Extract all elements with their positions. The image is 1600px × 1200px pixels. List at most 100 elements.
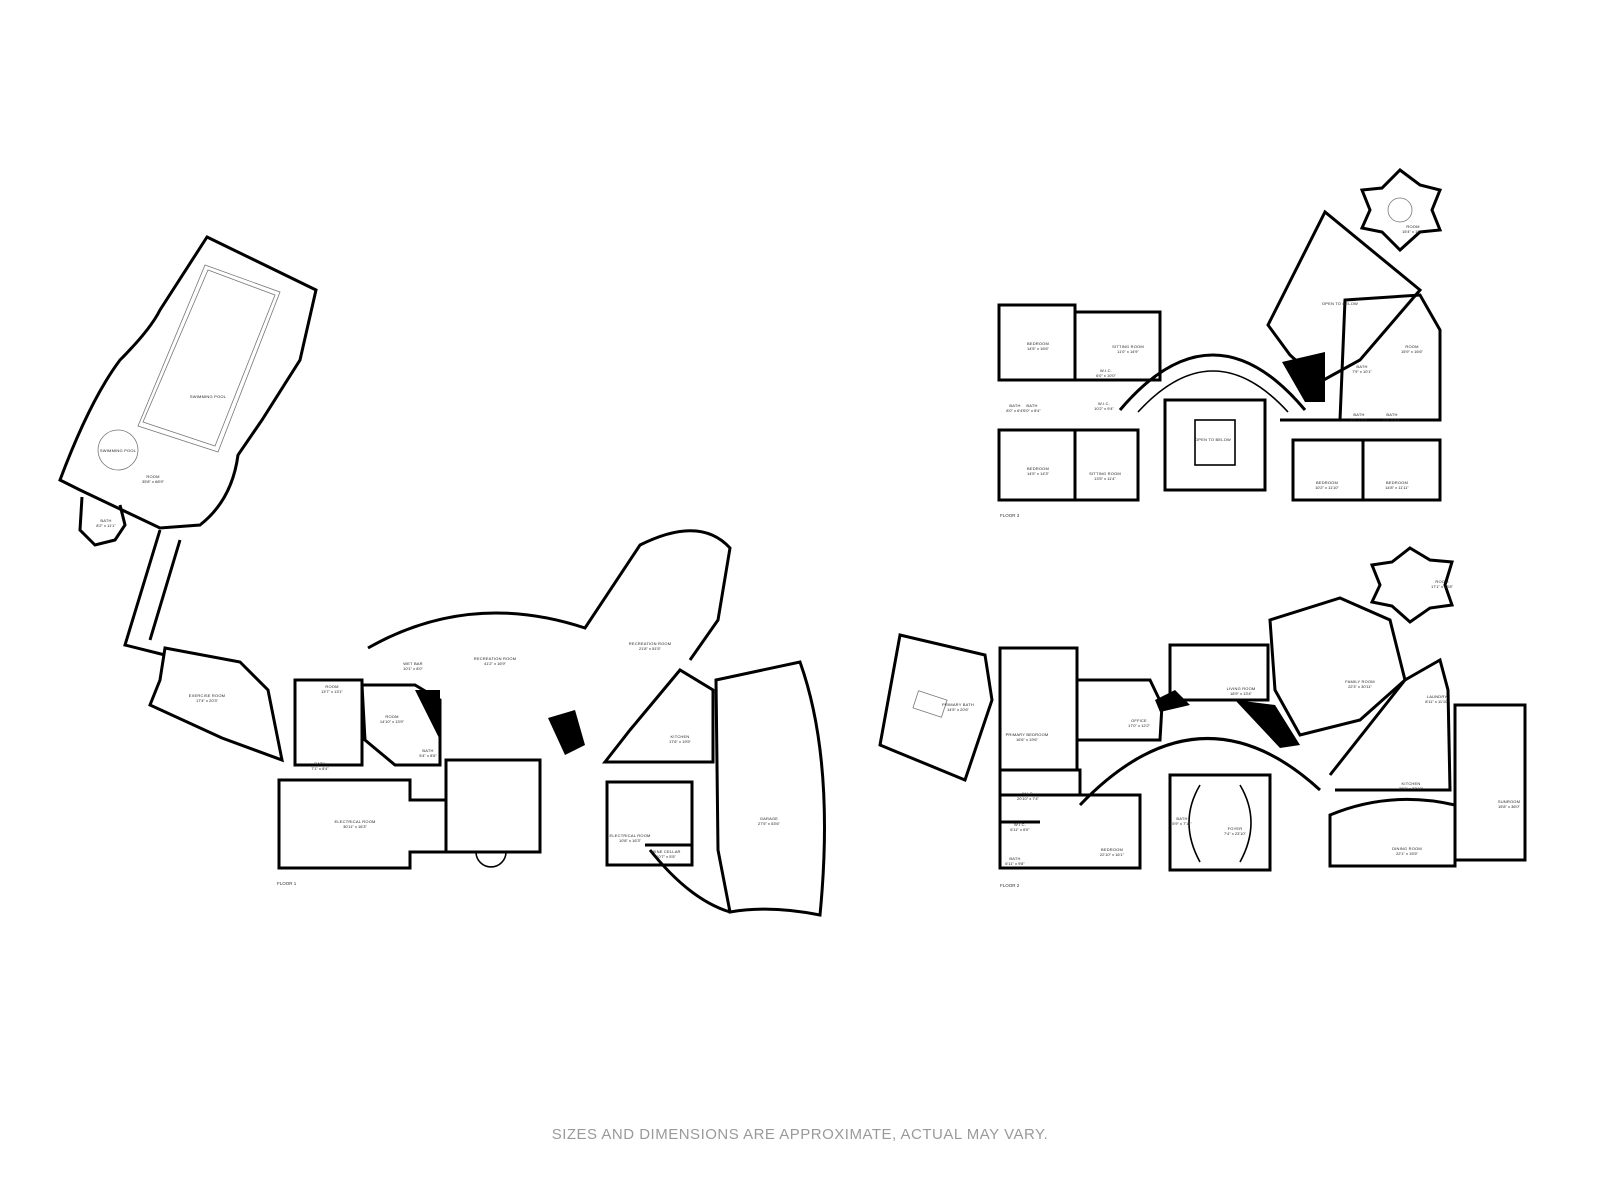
room-dimensions-label: 7'9" x 10'1" xyxy=(1352,369,1372,374)
room-name-label: FOYER xyxy=(1228,826,1243,831)
room-name-label: BEDROOM xyxy=(1027,466,1049,471)
room-dimensions-label: 14'10" x 13'9" xyxy=(380,719,405,724)
room-name-label: OPEN TO BELOW xyxy=(1195,437,1231,442)
family-room-walls xyxy=(1268,596,1407,737)
floor3-east-walls xyxy=(1280,293,1442,502)
room-name-label: WINE CELLAR xyxy=(651,849,680,854)
room-name-label: ROOM xyxy=(1405,344,1418,349)
room-dimensions-label: 13'5" x 11'4" xyxy=(1094,476,1116,481)
tower-room-walls xyxy=(1359,168,1443,253)
room-name-label: BATH xyxy=(1176,816,1187,821)
swimming-pool-inner xyxy=(142,269,276,447)
room-dimensions-label: 10'2" x 9'4" xyxy=(1094,406,1114,411)
garage-walls xyxy=(648,660,826,917)
room-dimensions-label: 7'4" x 23'10" xyxy=(1224,831,1247,836)
room-name-label: LIVING ROOM xyxy=(1227,686,1256,691)
room-dimensions-label: 22'3" x 30'11" xyxy=(1348,684,1372,689)
room-name-label: BATH xyxy=(422,748,433,753)
room-dimensions-label: 10'8" x 16'3" xyxy=(619,838,642,843)
room-name-label: W.I.C. xyxy=(1098,401,1110,406)
room-dimensions-label: 6'11" x 6'0" xyxy=(1010,827,1030,832)
wall-mass xyxy=(415,690,440,740)
room-dimensions-label: 15'9" x 16'6" xyxy=(1401,349,1424,354)
room-dimensions-label: 15'8" x 36'0" xyxy=(1498,804,1521,809)
room-name-label: ELECTRICAL ROOM xyxy=(609,833,650,838)
primary-bedroom-walls xyxy=(998,646,1079,772)
floor-label: FLOOR 1 xyxy=(277,881,297,886)
great-arc xyxy=(1078,737,1322,807)
gallery-arc xyxy=(1118,353,1307,411)
room-dimensions-label: 17'0" x 12'2" xyxy=(1128,723,1151,728)
room-dimensions-label: 17'6" x 19'5" xyxy=(669,739,692,744)
room-name-label: WET BAR xyxy=(403,661,423,666)
room-dimensions-label: 22'10" x 16'1" xyxy=(1100,852,1125,857)
room-name-label: W.I.C. xyxy=(1014,822,1026,827)
room-dimensions-label: 20'10" x 7'4" xyxy=(1017,796,1040,801)
floor-label: FLOOR 2 xyxy=(1000,883,1020,888)
floor-3-plan: FLOOR 3 xyxy=(997,168,1443,518)
room-dimensions-label: 14'5" x 20'6" xyxy=(947,707,970,712)
curved-stairs xyxy=(1188,784,1252,863)
room-name-label: SITTING ROOM xyxy=(1112,344,1144,349)
room-name-label: BATH xyxy=(100,518,111,523)
tower-room-walls xyxy=(1369,546,1455,624)
office-walls xyxy=(1077,678,1164,742)
room-dimensions-label: 11'0" x 14'9" xyxy=(1117,349,1139,354)
room-name-label: SUNROOM xyxy=(1498,799,1520,804)
room-name-label: ELECTRICAL ROOM xyxy=(334,819,375,824)
room-name-label: BATH xyxy=(1386,412,1397,417)
room-dimensions-label: 41'2" x 16'9" xyxy=(484,661,507,666)
room-name-label: SWIMMING POOL xyxy=(190,394,227,399)
room-name-label: BATH xyxy=(314,761,325,766)
living-room-walls xyxy=(1168,643,1270,702)
room-name-label: PRIMARY BATH xyxy=(942,702,974,707)
recreation-room-walls xyxy=(367,529,732,661)
room-name-label: ROOM xyxy=(325,684,338,689)
room-name-label: FAMILY ROOM xyxy=(1345,679,1375,684)
floor-2-plan: FLOOR 2 xyxy=(878,546,1527,888)
room-name-label: BATH xyxy=(1009,403,1020,408)
foyer-walls xyxy=(1168,773,1272,872)
corridor-walls xyxy=(123,529,182,657)
room-name-label: RECREATION ROOM xyxy=(629,641,671,646)
spa-outline xyxy=(97,429,139,471)
room-name-label: RECREATION ROOM xyxy=(474,656,516,661)
room-dimensions-label: 14'5" x 14'3" xyxy=(1027,471,1050,476)
exercise-room-walls xyxy=(148,646,284,763)
room-dimensions-label: 13'7" x 13'1" xyxy=(321,689,344,694)
room-dimensions-label: 6'0" x 10'0" xyxy=(1096,373,1116,378)
room-name-label: OPEN TO BELOW xyxy=(1322,301,1358,306)
room-dimensions-label: 5'4" x 8'6" xyxy=(419,753,437,758)
swimming-pool-outline xyxy=(137,264,281,453)
room-dimensions-label: 6'11" x 9'8" xyxy=(1005,861,1025,866)
kitchen-walls xyxy=(1328,657,1452,792)
room-dimensions-label: 35'8" x 68'9" xyxy=(142,479,165,484)
bay-window xyxy=(475,851,507,868)
room-name-label: BATH xyxy=(1009,856,1020,861)
room-name-label: BEDROOM xyxy=(1386,480,1408,485)
stair-hall-walls xyxy=(1163,398,1267,492)
room-name-label: ROOM xyxy=(1406,224,1419,229)
room-dimensions-label: 10'2" x 11'10" xyxy=(1315,485,1339,490)
room-dimensions-label: 18'9" x 13'4" xyxy=(1230,691,1253,696)
room-dimensions-label: 30'11" x 16'3" xyxy=(343,824,367,829)
room-name-label: BATH xyxy=(1356,364,1367,369)
room-name-label: BEDROOM xyxy=(1316,480,1338,485)
wall-mass xyxy=(1155,690,1300,748)
room-name-label: GARAGE xyxy=(760,816,778,821)
wall-mass xyxy=(548,710,585,755)
room-dimensions-label: 6'5" x 5'5" xyxy=(1350,417,1368,422)
room-name-label: ROOM xyxy=(385,714,398,719)
room-name-label: BEDROOM xyxy=(1101,847,1123,852)
room-name-label: ROOM xyxy=(1435,579,1448,584)
room-dimensions-label: 22'1" x 15'5" xyxy=(1396,851,1419,856)
room-dimensions-label: 26'8" x 23'10" xyxy=(1399,786,1424,791)
primary-bath-walls xyxy=(878,633,994,782)
room-dimensions-label: 5'9" x 7'11" xyxy=(1172,821,1192,826)
lower-west-walls xyxy=(998,768,1142,870)
sunroom-walls xyxy=(1453,703,1527,862)
bathtub xyxy=(912,690,948,718)
room-dimensions-label: 10'7" x 5'5" xyxy=(656,854,676,859)
